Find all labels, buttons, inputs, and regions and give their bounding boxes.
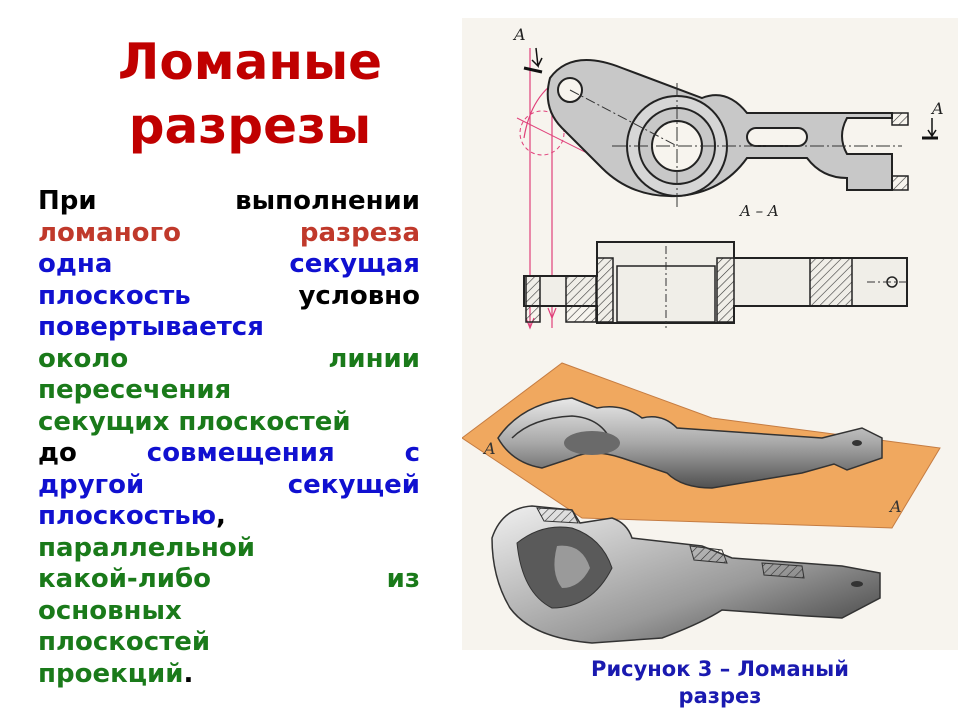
plane-label-right: A — [888, 497, 902, 516]
text-line: какой-либо из — [38, 564, 420, 594]
plane-label-left: A — [482, 439, 496, 458]
text-line: плоскостей — [38, 627, 211, 657]
section-label: A – A — [738, 202, 779, 220]
cut-label-top: A — [512, 25, 526, 44]
cut-label-right: A — [930, 99, 944, 118]
text-line: плоскостью, — [38, 501, 226, 531]
section-view-drawing: A – A — [523, 202, 908, 328]
description-paragraph: При выполнении ломаного разреза одна сек… — [10, 186, 420, 690]
figure-caption: Рисунок 3 – Ломаный разрез — [591, 657, 849, 708]
text-line: основных — [38, 595, 182, 626]
slide-title: Ломаные разрезы — [117, 33, 383, 155]
text-line: до совмещения с — [38, 438, 420, 468]
text-line: проекций. — [38, 658, 194, 689]
text-line: При выполнении — [38, 186, 420, 216]
text-line: параллельной — [38, 532, 255, 563]
text-line: одна секущая — [38, 249, 420, 279]
text-line: около линии — [38, 343, 420, 374]
text-line: плоскость условно — [38, 280, 420, 311]
technical-drawing-figure: A A A – A A A — [461, 18, 958, 650]
text-line: пересечения — [38, 375, 232, 405]
text-line: другой секущей — [38, 469, 420, 500]
text-line: ломаного разреза — [38, 217, 420, 248]
text-line: секущих плоскостей — [38, 406, 351, 437]
text-line: повертывается — [38, 312, 264, 342]
isometric-view: A A — [461, 362, 941, 644]
top-view-drawing: A A — [512, 25, 944, 330]
